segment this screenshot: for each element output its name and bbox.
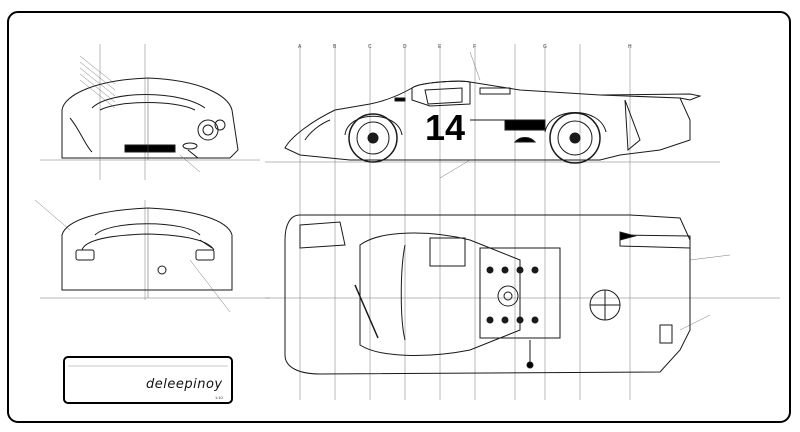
front-headlight-right-inner: [202, 124, 214, 136]
plan-steering-column: [354, 284, 379, 339]
grid-label-g: G: [543, 44, 547, 50]
plan-seat: [429, 237, 466, 267]
front-fender-left: [69, 117, 93, 153]
grid-label-f: F: [473, 44, 476, 50]
front-fender-right: [187, 149, 199, 159]
side-sponsor-panel: [479, 87, 511, 95]
horizontal-reference-lines: [40, 159, 780, 299]
plan-engine-bay: [479, 247, 561, 339]
plan-rear-wing-fin: [619, 231, 637, 241]
title-block: [63, 356, 233, 404]
rear-view: [61, 207, 233, 298]
rear-wheel-rim: [557, 120, 593, 156]
front-wheel-arch: [344, 115, 403, 136]
rear-fin-intake: [624, 99, 641, 152]
designer-signature: deleepinoy: [146, 377, 223, 392]
plan-front-left: [299, 221, 346, 249]
rear-wheel-hub: [569, 132, 581, 144]
front-windscreen-inner: [99, 102, 196, 111]
side-canopy: [411, 80, 471, 107]
front-wheel-hub: [367, 132, 379, 144]
grid-label-a: A: [298, 44, 302, 50]
rear-deck: [94, 223, 201, 236]
front-view: [61, 55, 239, 160]
side-intake-scoop: [513, 137, 537, 143]
plan-gear-knob: [526, 361, 534, 369]
title-block-scale: 1:10: [215, 395, 224, 400]
plan-spare-wheel-cross: [590, 290, 620, 320]
grid-label-d: D: [403, 44, 407, 50]
rear-exhaust: [157, 265, 167, 275]
rear-view-outline: [61, 207, 233, 291]
grid-label-e: E: [438, 44, 442, 50]
rear-light-right: [195, 249, 215, 261]
rear-spoiler: [599, 93, 702, 101]
side-window: [424, 87, 463, 105]
grid-label-b: B: [333, 44, 337, 50]
mirror: [394, 97, 406, 102]
rear-light-left: [75, 249, 95, 261]
plan-tank: [659, 324, 673, 344]
sheet-frame: [7, 11, 791, 423]
grid-letter-labels: A B C D E F G H: [298, 44, 632, 50]
grid-label-c: C: [368, 44, 372, 50]
front-windscreen: [91, 94, 206, 109]
plan-sill: [400, 244, 406, 341]
race-number: 14: [425, 107, 465, 148]
front-light-lower: [182, 142, 198, 150]
front-indicator-right: [214, 119, 226, 131]
plan-flywheel-hub: [503, 291, 513, 301]
side-elevation-view: [284, 80, 702, 164]
grid-label-h: H: [628, 44, 632, 50]
side-stripe-checkered: [504, 119, 546, 131]
plan-rear-wing: [619, 234, 691, 249]
plan-cockpit: [359, 232, 521, 356]
rear-grille: [199, 239, 213, 249]
plan-view: [284, 214, 691, 375]
plan-body-outline: [284, 214, 691, 375]
rear-wheel-arch: [544, 112, 607, 133]
vertical-grid-lines: [99, 44, 631, 400]
annotation-leaders: [34, 51, 731, 331]
plan-flywheel: [497, 285, 519, 307]
side-body-outline: [284, 80, 691, 161]
front-wheel: [348, 113, 398, 163]
front-air-intake: [124, 144, 176, 153]
front-wheel-rim: [356, 121, 390, 155]
nose-crease: [304, 119, 331, 141]
